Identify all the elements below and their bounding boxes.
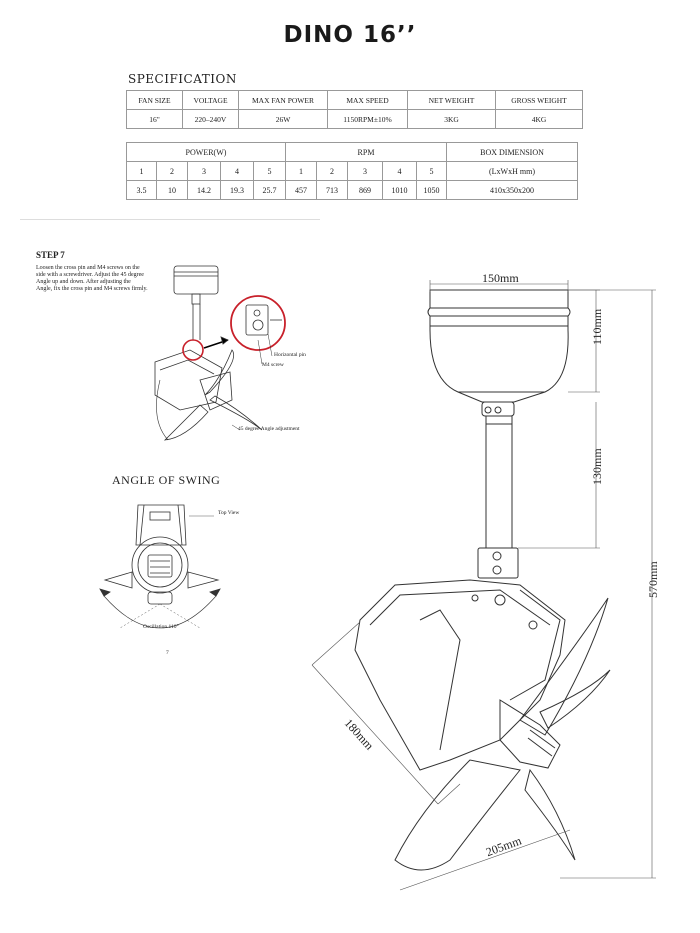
specification-heading: SPECIFICATION bbox=[128, 72, 237, 86]
box-value: 410x350x200 bbox=[446, 180, 578, 200]
specification-table: FAN SIZE VOLTAGE MAX FAN POWER MAX SPEED… bbox=[126, 90, 583, 129]
dim-width-top: 150mm bbox=[482, 271, 519, 285]
table-row: POWER(W) RPM BOX DIMENSION bbox=[126, 142, 578, 162]
main-fan-drawing bbox=[354, 289, 611, 871]
power-value: 14.2 bbox=[187, 180, 221, 200]
label-oscillation: Oscillation 110° bbox=[143, 624, 179, 630]
value-max-fan-power: 26W bbox=[238, 109, 328, 129]
swing-illustration bbox=[99, 504, 221, 629]
step-instructions: Loosen the cross pin and M4 screws on th… bbox=[36, 265, 148, 292]
table-row: FAN SIZE VOLTAGE MAX FAN POWER MAX SPEED… bbox=[126, 90, 583, 110]
table-row: 3.5 10 14.2 19.3 25.7 457 713 869 1010 1… bbox=[126, 180, 578, 200]
power-value: 25.7 bbox=[253, 180, 286, 200]
dim-total-height: 570mm bbox=[646, 561, 660, 598]
label-angle-adjustment: 45 degree Angle adjustment bbox=[238, 426, 300, 432]
page-title: DINO 16’’ bbox=[283, 22, 417, 48]
label-top-view: Top View bbox=[218, 510, 240, 516]
page-number: 7 bbox=[166, 650, 169, 656]
dim-canopy-height: 110mm bbox=[590, 308, 604, 345]
dim-rod-height: 130mm bbox=[590, 448, 604, 485]
power-value: 19.3 bbox=[220, 180, 254, 200]
table-row: 16" 220–240V 26W 1150RPM±10% 3KG 4KG bbox=[126, 109, 583, 129]
section-divider bbox=[20, 219, 320, 220]
dimension-lines bbox=[311, 280, 656, 891]
value-gross-weight: 4KG bbox=[495, 109, 583, 129]
label-m4-screw: M4 screw bbox=[262, 362, 284, 368]
value-max-speed: 1150RPM±10% bbox=[327, 109, 408, 129]
value-net-weight: 3KG bbox=[407, 109, 496, 129]
angle-of-swing-heading: ANGLE OF SWING bbox=[112, 473, 221, 487]
step-title: STEP 7 bbox=[36, 250, 65, 260]
label-horizontal-pin: Horizontal pin bbox=[274, 352, 306, 358]
step7-fan-illustration bbox=[154, 265, 286, 441]
performance-table: POWER(W) RPM BOX DIMENSION 1 2 3 4 5 1 2… bbox=[126, 142, 578, 200]
table-row: 1 2 3 4 5 1 2 3 4 5 (LxWxH mm) bbox=[126, 161, 578, 181]
